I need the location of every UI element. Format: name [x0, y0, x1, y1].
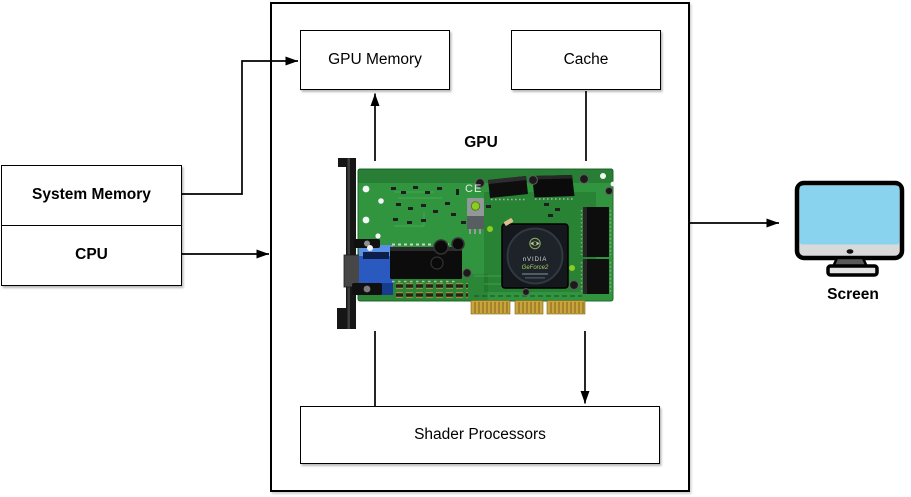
card-holes — [362, 173, 616, 251]
card-smd-components — [391, 186, 560, 224]
gpu-card-image: nVIDIA GeForce2 — [337, 158, 616, 329]
card-screws — [462, 174, 614, 296]
screen-label: Screen — [827, 286, 879, 303]
card-bracket — [337, 158, 356, 329]
node-system-memory-cpu: System Memory CPU — [1, 165, 182, 286]
gpu-boundary-box — [270, 2, 690, 492]
node-system-memory: System Memory — [2, 166, 181, 226]
monitor-base — [826, 264, 879, 277]
ce-mark-text: CE — [465, 183, 482, 195]
chip-model-text: GeForce2 — [522, 265, 549, 271]
node-cpu: CPU — [75, 246, 108, 264]
card-ram-top — [488, 175, 575, 201]
node-gpu-memory: GPU Memory — [300, 30, 450, 90]
gpu-label: GPU — [464, 134, 498, 151]
monitor-icon — [794, 180, 905, 277]
monitor-screen — [799, 185, 900, 245]
node-shader-processors: Shader Processors — [300, 406, 660, 464]
card-vga-connector — [343, 239, 393, 295]
node-cache: Cache — [511, 30, 661, 90]
card-ram-right — [580, 207, 612, 294]
card-regulator — [467, 198, 484, 234]
chip-brand-text: nVIDIA — [523, 256, 547, 263]
monitor-dot — [846, 249, 854, 254]
card-leds — [487, 226, 575, 271]
card-gpu-chip: nVIDIA GeForce2 — [501, 218, 569, 289]
